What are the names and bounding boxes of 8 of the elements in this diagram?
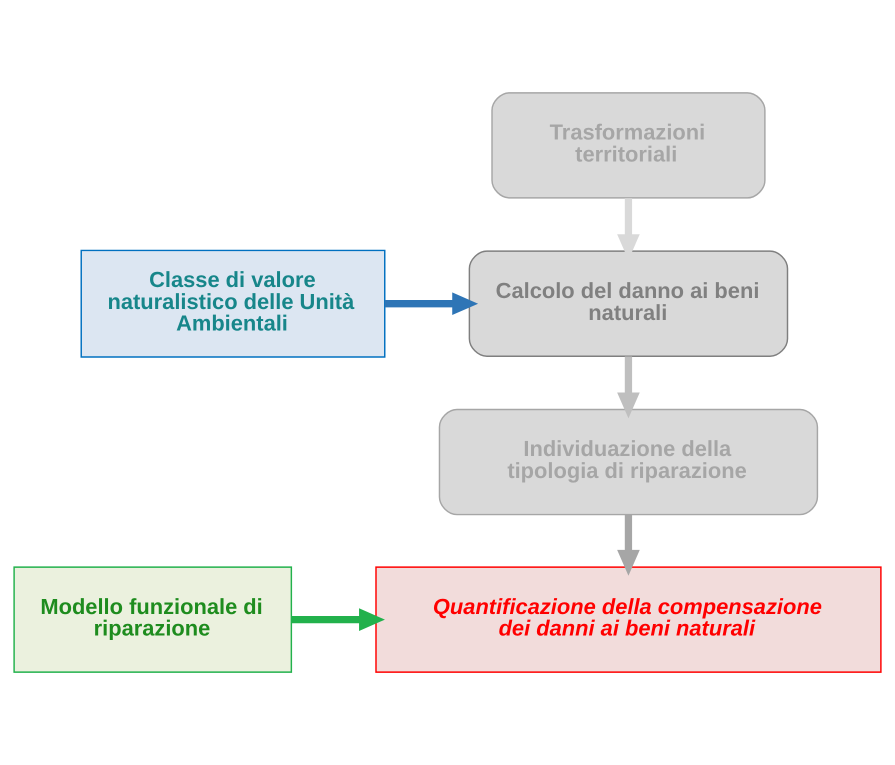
node-box: Calcolo del danno ai beni naturali	[468, 250, 788, 357]
arrow	[617, 356, 640, 418]
node-box: Quantificazione della compensazione dei danni ai beni naturali	[375, 566, 882, 673]
arrow	[617, 514, 640, 576]
arrow	[384, 292, 478, 316]
arrow	[292, 608, 385, 631]
node-box: Classe di valore naturalistico delle Unità Ambientali	[80, 250, 386, 358]
node-box: Modello funzionale di riparazione	[13, 566, 292, 673]
